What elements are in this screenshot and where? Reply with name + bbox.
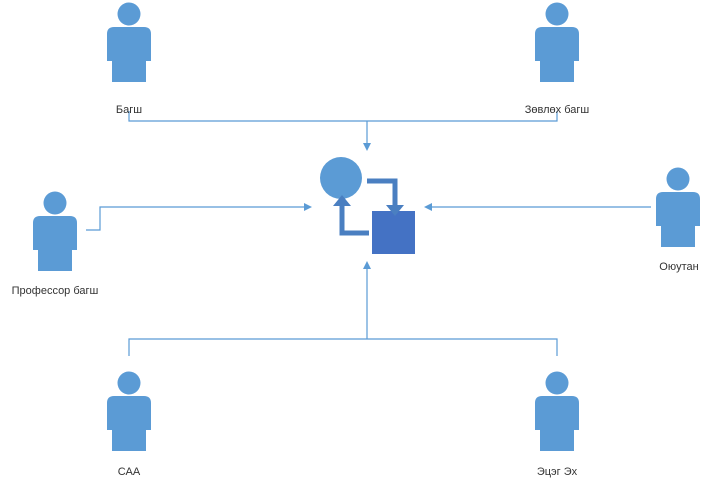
connector-bagsh — [128, 111, 367, 122]
connector-professor-bagsh — [86, 206, 307, 231]
connector-zovlokh-bagsh — [367, 111, 558, 122]
arrowhead-left — [304, 203, 312, 211]
person-icon — [535, 371, 579, 451]
person-icon — [656, 167, 700, 247]
actor-label-professor-bagsh: Профессор багш — [11, 285, 99, 297]
person-icon — [107, 371, 151, 451]
connectors — [86, 111, 651, 356]
actor-label-saa: САА — [117, 466, 141, 478]
arrowhead-top — [363, 143, 371, 151]
actor-label-zovlokh-bagsh: Зөвлөх багш — [524, 104, 590, 116]
person-icon — [33, 191, 77, 271]
actor-label-oyutan: Оюутан — [659, 261, 699, 273]
person-icon — [107, 2, 151, 82]
actor-label-bagsh: Багш — [115, 104, 143, 116]
person-icon — [535, 2, 579, 82]
arrowhead-bottom — [363, 261, 371, 269]
arrowhead-right — [424, 203, 432, 211]
arrowheads — [304, 143, 432, 269]
connector-etseg-ekh — [367, 338, 558, 356]
process-cycle-icon — [320, 157, 415, 254]
actor-label-etseg-ekh: Эцэг Эх — [536, 466, 578, 478]
connector-saa — [128, 338, 367, 356]
